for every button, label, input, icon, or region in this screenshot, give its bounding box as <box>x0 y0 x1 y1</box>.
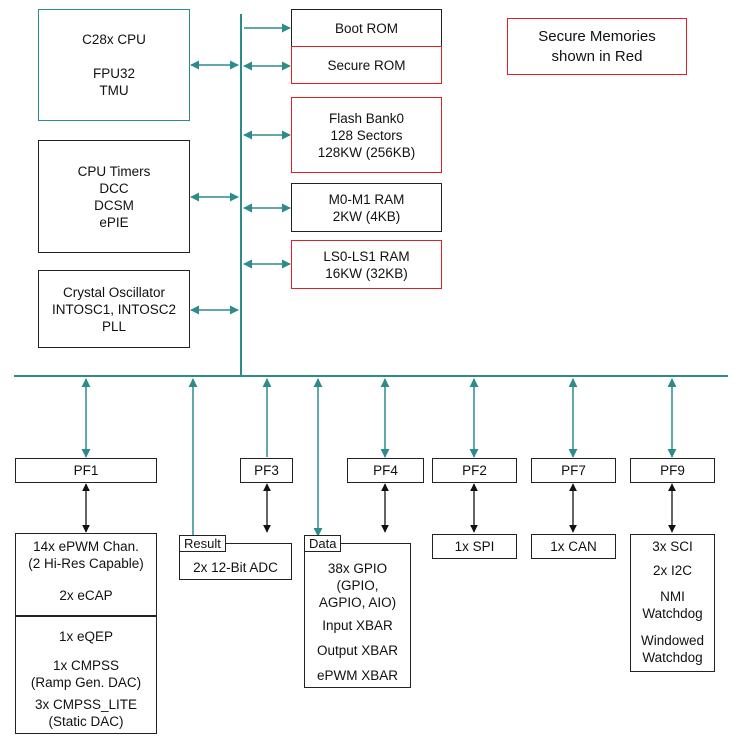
secure-rom-box: Secure ROM <box>291 46 442 84</box>
nmi-watchdog-box: NMI Watchdog <box>630 583 715 627</box>
gpio-box: 38x GPIO (GPIO, AGPIO, AIO) <box>304 543 411 614</box>
epwm-box: 14x ePWM Chan. (2 Hi-Res Capable) <box>15 533 157 576</box>
cpu-core-box: C28x CPU FPU32 TMU <box>38 9 190 121</box>
eqep-box: 1x eQEP <box>15 616 157 656</box>
boot-rom-box: Boot ROM <box>291 9 442 47</box>
pf7-frame: PF7 <box>531 458 616 483</box>
cmpss-lite-box: 3x CMPSS_LITE (Static DAC) <box>15 693 157 734</box>
m0m1-ram-box: M0-M1 RAM 2KW (4KB) <box>291 183 442 232</box>
windowed-watchdog-box: Windowed Watchdog <box>630 626 715 672</box>
pf1-frame: PF1 <box>15 458 157 483</box>
pf2-frame: PF2 <box>432 458 517 483</box>
can-box: 1x CAN <box>531 534 616 559</box>
cpu-timers-box: CPU Timers DCC DCSM ePIE <box>38 140 190 253</box>
ecap-box: 2x eCAP <box>15 575 157 616</box>
flash-bank0-box: Flash Bank0 128 Sectors 128KW (256KB) <box>291 97 442 173</box>
cmpss-box: 1x CMPSS (Ramp Gen. DAC) <box>15 655 157 694</box>
pf3-frame: PF3 <box>240 458 293 483</box>
output-xbar-box: Output XBAR <box>304 638 411 664</box>
ls0ls1-ram-box: LS0-LS1 RAM 16KW (32KB) <box>291 240 442 289</box>
gpio-data-tag: Data <box>304 535 342 552</box>
adc-result-tag: Result <box>179 535 226 552</box>
spi-box: 1x SPI <box>432 534 517 559</box>
i2c-box: 2x I2C <box>630 558 715 584</box>
crystal-oscillator-box: Crystal Oscillator INTOSC1, INTOSC2 PLL <box>38 270 190 348</box>
legend-box: Secure Memories shown in Red <box>507 18 687 75</box>
pf9-frame: PF9 <box>630 458 715 483</box>
sci-box: 3x SCI <box>630 534 715 559</box>
epwm-xbar-box: ePWM XBAR <box>304 663 411 688</box>
pf4-frame: PF4 <box>347 458 424 483</box>
input-xbar-box: Input XBAR <box>304 613 411 639</box>
